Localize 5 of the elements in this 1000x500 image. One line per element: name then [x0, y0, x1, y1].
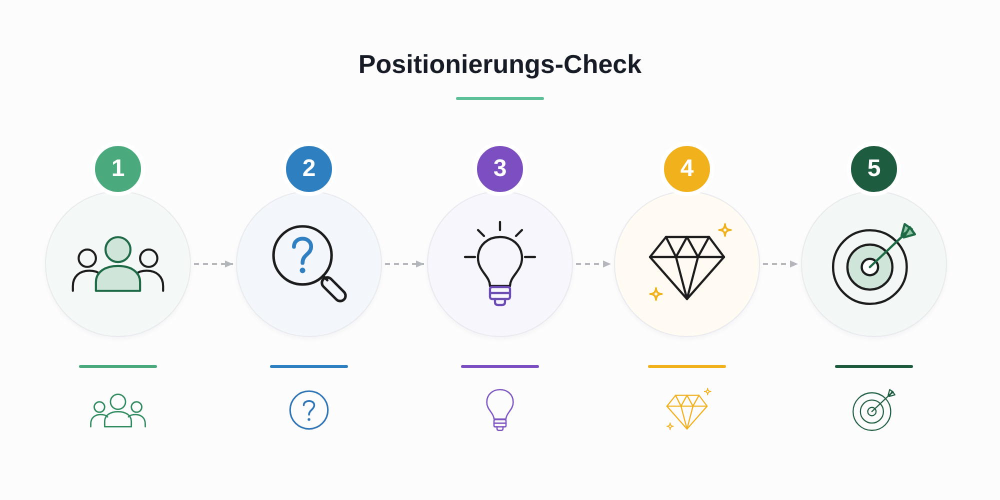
dashed-arrow: [576, 260, 611, 268]
dashed-arrow: [194, 260, 233, 268]
title: Positionierungs-Check: [358, 48, 642, 80]
dashed-arrow: [763, 260, 798, 268]
dashed-arrow: [385, 260, 424, 268]
